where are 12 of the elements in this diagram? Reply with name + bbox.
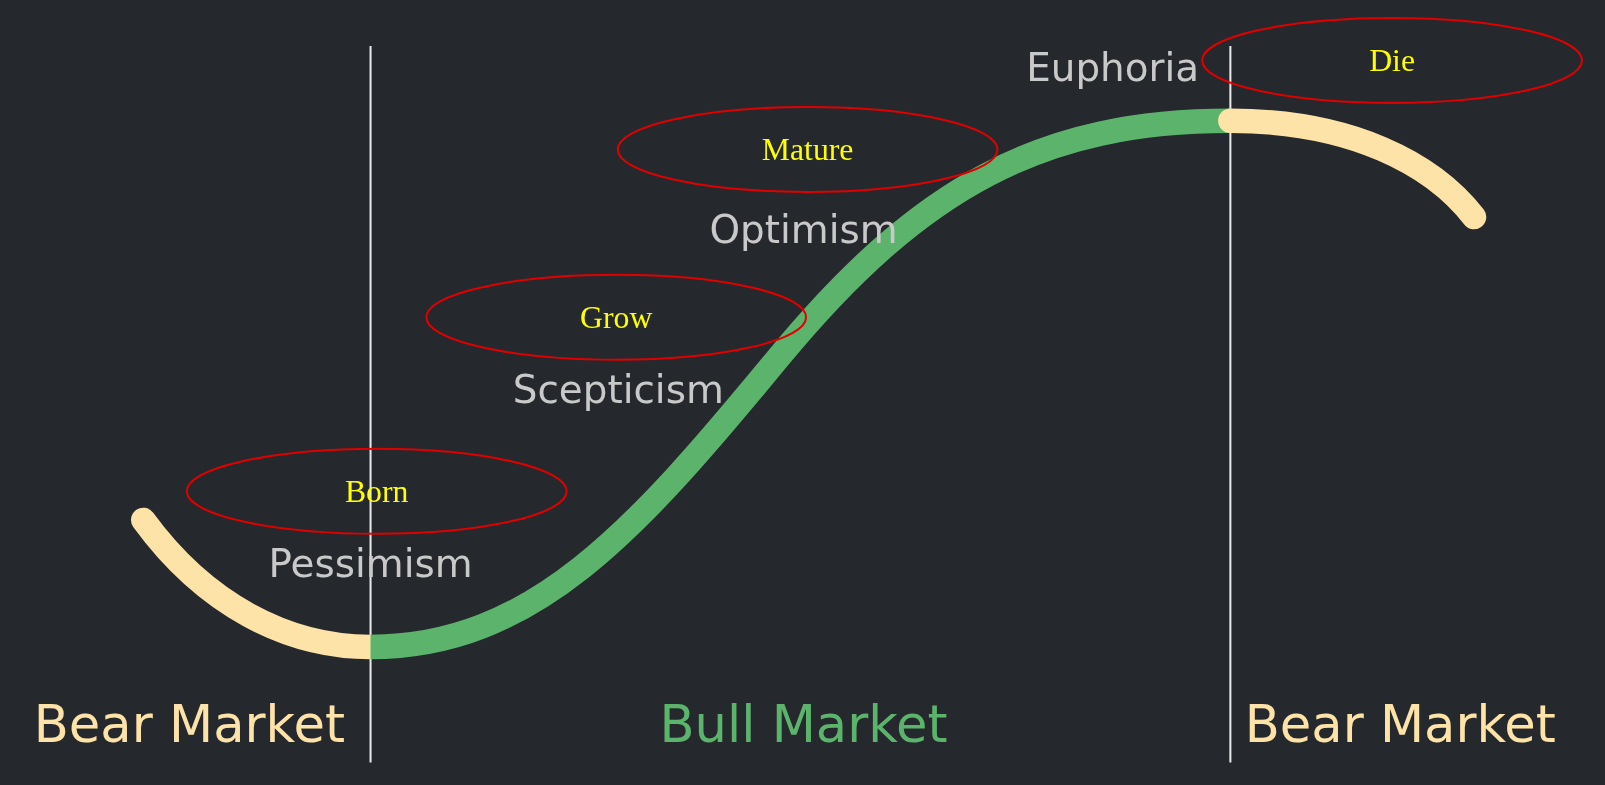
- stage-label: Die: [1369, 41, 1415, 79]
- market-label: Bear Market: [1244, 695, 1556, 755]
- market-label: Bear Market: [33, 695, 345, 755]
- phase-label: Euphoria: [1026, 45, 1200, 91]
- phase-label: Scepticism: [512, 367, 724, 413]
- stage-ellipse: [616, 105, 1000, 194]
- stage-label: Grow: [580, 298, 653, 336]
- stage-ellipse: [424, 273, 808, 362]
- stage-ellipse: [1200, 16, 1584, 105]
- market-label: Bull Market: [659, 695, 948, 755]
- stage-label: Mature: [761, 131, 854, 168]
- stage-ellipse: [185, 447, 569, 536]
